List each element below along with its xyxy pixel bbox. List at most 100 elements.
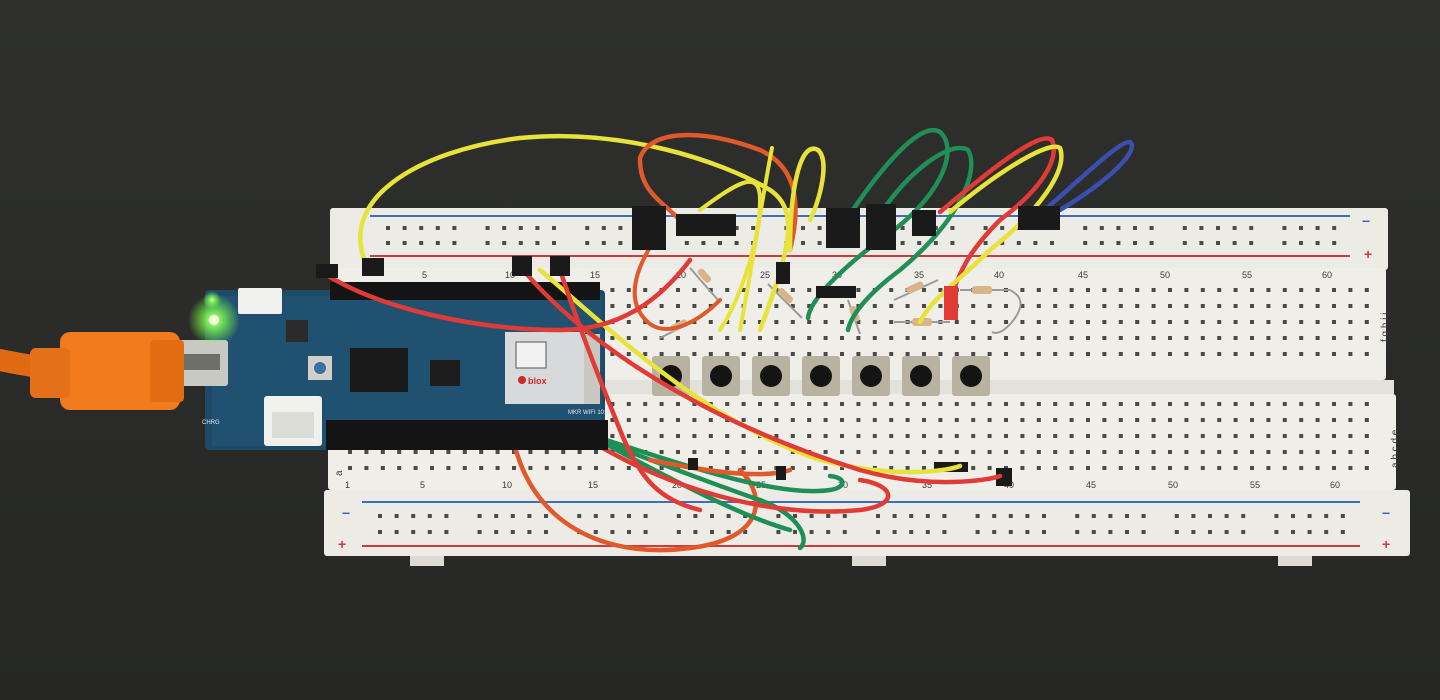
breadboard-hole <box>774 434 779 438</box>
breadboard-hole <box>1291 514 1295 518</box>
column-number: 55 <box>1242 270 1252 280</box>
breadboard-hole <box>413 466 418 470</box>
breadboard-hole <box>643 336 648 340</box>
breadboard-hole <box>1053 320 1058 324</box>
breadboard-hole <box>692 288 697 292</box>
breadboard-hole <box>909 514 914 518</box>
breadboard-hole <box>1340 530 1345 534</box>
breadboard-hole <box>872 320 877 324</box>
breadboard-hole <box>1332 450 1336 454</box>
breadboard-hole <box>1274 530 1279 534</box>
column-number: 15 <box>590 270 600 280</box>
breadboard-hole <box>364 450 369 454</box>
breadboard-hole <box>856 418 861 422</box>
breadboard-hole <box>510 530 515 534</box>
breadboard-hole <box>444 530 449 534</box>
breadboard-hole <box>1182 241 1187 245</box>
breadboard-hole <box>1184 288 1189 292</box>
rail-plus-label: + <box>338 536 346 552</box>
breadboard-hole <box>1364 352 1369 356</box>
breadboard-hole <box>725 450 730 454</box>
breadboard-hole <box>1168 352 1172 356</box>
breadboard-hole <box>684 241 689 245</box>
breadboard-hole <box>1168 450 1172 454</box>
breadboard-hole <box>842 514 847 518</box>
breadboard-hole <box>922 352 926 356</box>
breadboard-hole <box>1125 514 1129 518</box>
breadboard-hole <box>1266 402 1271 406</box>
breadboard-hole <box>1053 402 1058 406</box>
breadboard-hole <box>659 352 664 356</box>
breadboard-hole <box>758 352 762 356</box>
breadboard-hole <box>801 226 805 230</box>
breadboard-hole <box>1174 530 1179 534</box>
breadboard-hole <box>725 304 730 308</box>
breadboard-hole <box>1266 450 1271 454</box>
breadboard-hole <box>1004 336 1008 340</box>
breadboard-hole <box>987 402 992 406</box>
breadboard-hole <box>643 352 648 356</box>
breadboard-hole <box>626 304 631 308</box>
breadboard-hole <box>807 434 812 438</box>
breadboard-hole <box>577 514 582 518</box>
breadboard-hole <box>1364 336 1369 340</box>
breadboard-hole <box>1069 450 1074 454</box>
breadboard-hole <box>610 402 615 406</box>
breadboard-hole <box>1282 304 1287 308</box>
breadboard-hole <box>876 514 880 518</box>
breadboard-hole <box>676 418 680 422</box>
breadboard-hole <box>1091 514 1096 518</box>
breadboard-hole <box>1324 530 1329 534</box>
breadboard-hole <box>1217 336 1222 340</box>
breadboard-hole <box>971 402 976 406</box>
breadboard-hole <box>790 402 795 406</box>
breadboard-hole <box>938 304 943 308</box>
breadboard-hole <box>840 418 844 422</box>
breadboard-hole <box>1008 514 1013 518</box>
breadboard-hole <box>710 514 714 518</box>
breadboard-hole <box>922 336 926 340</box>
breadboard-hole <box>992 514 997 518</box>
breadboard-hole <box>774 304 779 308</box>
breadboard-hole <box>528 450 533 454</box>
charge-label: CHRG <box>202 420 220 426</box>
breadboard-hole <box>950 241 955 245</box>
breadboard-hole <box>1086 352 1090 356</box>
breadboard-hole <box>826 514 831 518</box>
breadboard-hole <box>1233 418 1238 422</box>
breadboard-hole <box>954 402 959 406</box>
breadboard-hole <box>1102 304 1107 308</box>
breadboard-hole <box>1315 418 1320 422</box>
breadboard-hole <box>627 514 631 518</box>
breadboard-hole <box>922 466 926 470</box>
breadboard-hole <box>1135 352 1140 356</box>
breadboard-hole <box>823 320 828 324</box>
breadboard-hole <box>676 530 681 534</box>
breadboard-hole <box>758 418 762 422</box>
breadboard-hole <box>1004 418 1008 422</box>
breadboard-hole <box>758 320 762 324</box>
breadboard-hole <box>1200 304 1205 308</box>
breadboard-hole <box>394 530 399 534</box>
breadboard-hole <box>1086 418 1090 422</box>
breadboard-hole <box>1102 352 1107 356</box>
breadboard-hole <box>889 434 894 438</box>
breadboard-hole <box>1069 466 1074 470</box>
breadboard-hole <box>823 352 828 356</box>
breadboard-hole <box>577 450 582 454</box>
breadboard-hole <box>411 530 416 534</box>
breadboard-hole <box>708 434 713 438</box>
breadboard-hole <box>889 288 894 292</box>
breadboard-hole <box>987 466 992 470</box>
breadboard-foot <box>410 556 444 566</box>
breadboard-hole <box>954 450 959 454</box>
breadboard-hole <box>430 450 434 454</box>
breadboard-hole <box>585 226 590 230</box>
breadboard-hole <box>659 418 664 422</box>
breadboard-hole <box>452 226 457 230</box>
breadboard-hole <box>1216 226 1220 230</box>
breadboard-hole <box>774 450 779 454</box>
breadboard-hole <box>807 352 812 356</box>
breadboard-hole <box>1307 514 1312 518</box>
breadboard-hole <box>1199 241 1204 245</box>
